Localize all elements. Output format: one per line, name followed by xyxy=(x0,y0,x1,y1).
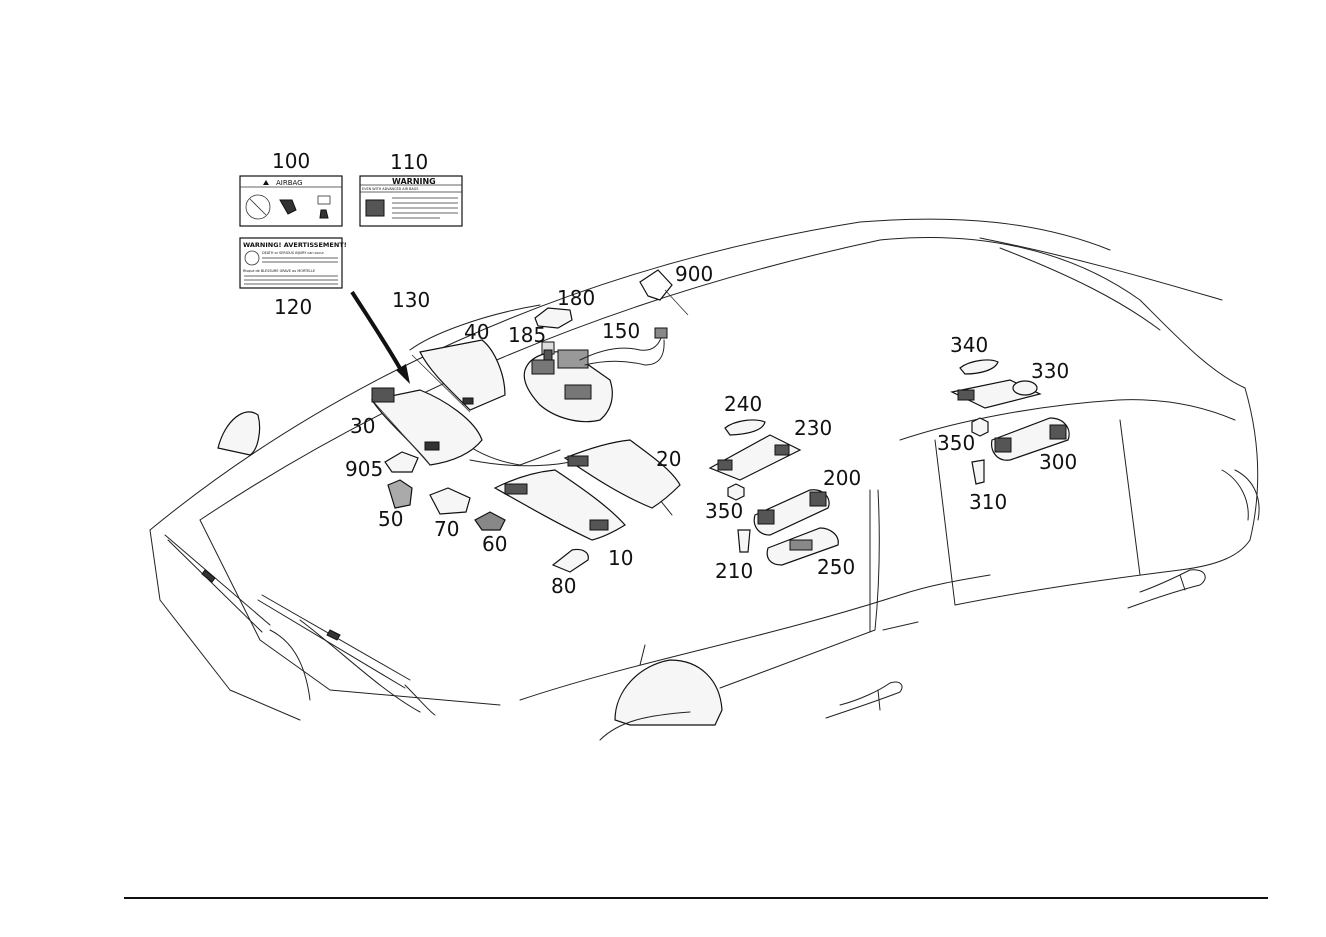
callout-250: 250 xyxy=(817,555,855,579)
callout-80: 80 xyxy=(551,574,576,598)
warning-sub-label: EVEN WITH ADVANCED AIR BAGS xyxy=(362,187,418,191)
death-fr-label: Risque de BLESSURE GRAVE ou MORTELLE xyxy=(243,269,315,273)
part-80-cover xyxy=(551,548,589,573)
part-185-bulb xyxy=(541,341,555,361)
callout-210: 210 xyxy=(715,559,753,583)
part-350-nut-b xyxy=(971,417,989,437)
part-230-bracket xyxy=(708,434,802,481)
callout-180: 180 xyxy=(557,286,595,310)
warning-avert-label: WARNING! AVERTISSEMENT! xyxy=(243,241,347,249)
part-350-nut-a xyxy=(727,483,745,501)
overhead-console xyxy=(523,349,613,423)
callout-350-b: 350 xyxy=(937,431,975,455)
part-50-clip xyxy=(387,479,413,509)
part-310-clip xyxy=(971,459,985,485)
label-100-airbag: AIRBAG xyxy=(239,175,343,227)
wiper-right xyxy=(257,594,436,716)
warning-label: WARNING xyxy=(392,177,436,186)
part-70-cover xyxy=(429,487,471,515)
callout-60: 60 xyxy=(482,532,507,556)
part-330-bracket xyxy=(950,379,1042,409)
callout-120: 120 xyxy=(274,295,312,319)
part-180-bracket xyxy=(534,307,573,329)
callout-300: 300 xyxy=(1039,450,1077,474)
death-en-label: DEATH or SERIOUS INJURY can occur xyxy=(262,251,325,255)
part-900-sheet xyxy=(639,269,689,316)
part-250-cover xyxy=(766,527,839,566)
callout-130: 130 xyxy=(392,288,430,312)
sun-visor-40 xyxy=(411,339,506,413)
callout-30: 30 xyxy=(350,414,375,438)
callouts: 100 110 120 130 40 30 905 50 70 60 80 10… xyxy=(272,149,1077,598)
callout-50: 50 xyxy=(378,507,403,531)
callout-340: 340 xyxy=(950,333,988,357)
part-340-cover xyxy=(959,359,999,375)
part-905-clip xyxy=(384,451,419,473)
callout-230: 230 xyxy=(794,416,832,440)
callout-310: 310 xyxy=(969,490,1007,514)
callout-20: 20 xyxy=(656,447,681,471)
callout-900: 900 xyxy=(675,262,713,286)
sun-visor-30 xyxy=(371,387,483,466)
airbag-label: AIRBAG xyxy=(276,179,303,187)
callout-70: 70 xyxy=(434,517,459,541)
wiper-left xyxy=(164,534,311,701)
arrow-130 xyxy=(350,290,410,384)
part-300-grab-handle xyxy=(991,417,1070,461)
label-120-warning-avertissement: WARNING! AVERTISSEMENT! DEATH or SERIOUS… xyxy=(239,237,347,289)
callout-240: 240 xyxy=(724,392,762,416)
callout-150: 150 xyxy=(602,319,640,343)
car-outline xyxy=(149,218,1260,741)
part-210-clip xyxy=(737,529,751,553)
callout-200: 200 xyxy=(823,466,861,490)
callout-905: 905 xyxy=(345,457,383,481)
callout-40: 40 xyxy=(464,320,489,344)
part-200-grab-handle xyxy=(753,489,830,536)
bottom-rule xyxy=(124,897,1268,899)
part-60-cover xyxy=(474,511,506,531)
label-110-warning: WARNING EVEN WITH ADVANCED AIR BAGS xyxy=(359,175,463,227)
part-240-cover xyxy=(724,419,766,436)
sun-visor-20 xyxy=(563,439,681,509)
callout-350-a: 350 xyxy=(705,499,743,523)
sun-visor-10 xyxy=(493,469,626,541)
callout-100: 100 xyxy=(272,149,310,173)
part-150-wiring xyxy=(579,327,668,366)
callout-185: 185 xyxy=(508,323,546,347)
callout-330: 330 xyxy=(1031,359,1069,383)
callout-10: 10 xyxy=(608,546,633,570)
callout-110: 110 xyxy=(390,150,428,174)
